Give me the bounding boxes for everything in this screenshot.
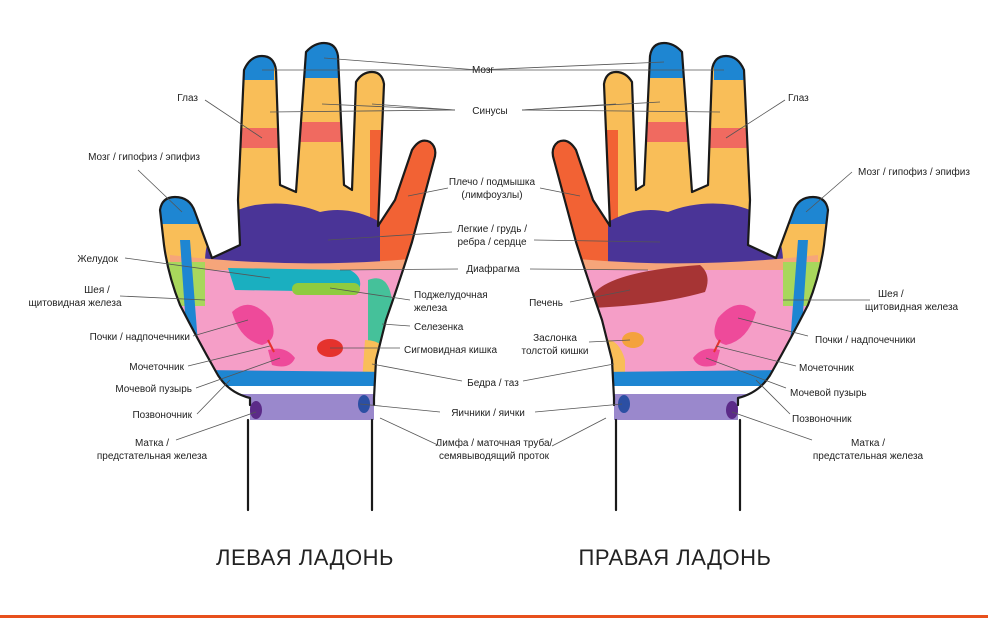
left-forearm-outline <box>246 418 374 512</box>
zone-eye-band-2 <box>640 122 688 142</box>
label-eye-right: Глаз <box>788 93 809 104</box>
zone-kidney <box>714 304 756 345</box>
zone-liver <box>590 265 708 308</box>
label-pancreas-2: железа <box>414 303 448 314</box>
label-uterus-right-1: Матка / <box>851 438 885 449</box>
title-right-palm: ПРАВАЯ ЛАДОНЬ <box>579 545 772 570</box>
label-uterus-left-2: предстательная железа <box>97 451 208 462</box>
label-brain: Мозг <box>472 65 494 76</box>
label-hips: Бедра / таз <box>467 378 519 389</box>
label-lymph-2: семявыводящий проток <box>439 451 550 462</box>
zone-gap <box>552 386 828 394</box>
label-thyroid-right-1: Шея / <box>878 289 904 300</box>
label-kidneys-left: Почки / надпочечники <box>90 332 190 343</box>
zone-pancreas <box>292 283 360 295</box>
label-thyroid-left-2: щитовидная железа <box>28 298 122 309</box>
label-ovaries: Яичники / яички <box>451 408 525 419</box>
zone-lungs-heart <box>205 203 380 268</box>
title-left-palm: ЛЕВАЯ ЛАДОНЬ <box>216 545 394 570</box>
leader-lines <box>119 57 870 447</box>
label-pituitary-left: Мозг / гипофиз / эпифиз <box>88 151 200 163</box>
label-liver: Печень <box>529 298 563 309</box>
label-valve-2: толстой кишки <box>522 346 589 357</box>
zone-lungs-heart <box>608 203 783 268</box>
zone-ureter <box>267 339 275 353</box>
zone-eye-band-2 <box>300 122 348 142</box>
zone-pituitary-tip <box>160 190 202 224</box>
label-sinuses: Синусы <box>472 106 507 117</box>
label-stomach: Желудок <box>77 254 118 265</box>
zone-forearm <box>160 420 436 430</box>
label-spine-right: Позвоночник <box>792 414 852 425</box>
label-ureter-left: Мочеточник <box>129 362 184 373</box>
label-lymph-1: Лимфа / маточная труба/ <box>436 437 553 449</box>
label-bladder-right: Мочевой пузырь <box>790 388 867 399</box>
zone-eye-band-1 <box>230 128 282 148</box>
zone-gap <box>160 386 436 394</box>
label-kidneys-right: Почки / надпочечники <box>815 335 915 346</box>
label-pituitary-right: Мозг / гипофиз / эпифиз <box>858 166 970 178</box>
label-lungs-1: Легкие / грудь / <box>457 224 527 235</box>
label-thyroid-left-1: Шея / <box>84 285 110 296</box>
label-valve-1: Заслонка <box>533 333 577 344</box>
zone-uterus-dot <box>250 401 262 419</box>
zone-colon-valve <box>622 332 644 348</box>
right-hand-outline <box>551 41 830 407</box>
label-sigmoid: Сигмовидная кишка <box>404 345 497 356</box>
zone-eye-band-1 <box>706 128 758 148</box>
left-hand-outline <box>158 41 437 407</box>
zone-ovary-dot <box>618 395 630 413</box>
bottom-accent-bar <box>0 615 988 618</box>
label-pancreas-1: Поджелудочная <box>414 290 488 301</box>
label-shoulder-2: (лимфоузлы) <box>461 189 522 201</box>
label-shoulder-1: Плечо / подмышка <box>449 177 536 188</box>
label-eye-left: Глаз <box>177 93 198 104</box>
zone-lymph-wrist <box>160 394 436 420</box>
label-spine-left: Позвоночник <box>132 410 192 421</box>
label-uterus-right-2: предстательная железа <box>813 451 924 462</box>
zone-bladder <box>693 348 720 367</box>
label-uterus-left-1: Матка / <box>135 438 169 449</box>
right-forearm-outline <box>614 418 742 512</box>
zone-forearm <box>552 420 828 430</box>
label-lungs-2: ребра / сердце <box>457 236 527 248</box>
label-spleen: Селезенка <box>414 322 464 333</box>
label-bladder-left: Мочевой пузырь <box>115 384 192 395</box>
label-thyroid-right-2: щитовидная железа <box>865 302 959 313</box>
label-ureter-right: Мочеточник <box>799 363 854 374</box>
labels: Мозг Глаз Глаз Синусы Мозг / гипофиз / э… <box>28 65 970 462</box>
zone-bladder <box>268 348 295 367</box>
zone-kidney <box>232 304 274 345</box>
zone-uterus-dot <box>726 401 738 419</box>
label-diaphragm: Диафрагма <box>466 263 520 275</box>
